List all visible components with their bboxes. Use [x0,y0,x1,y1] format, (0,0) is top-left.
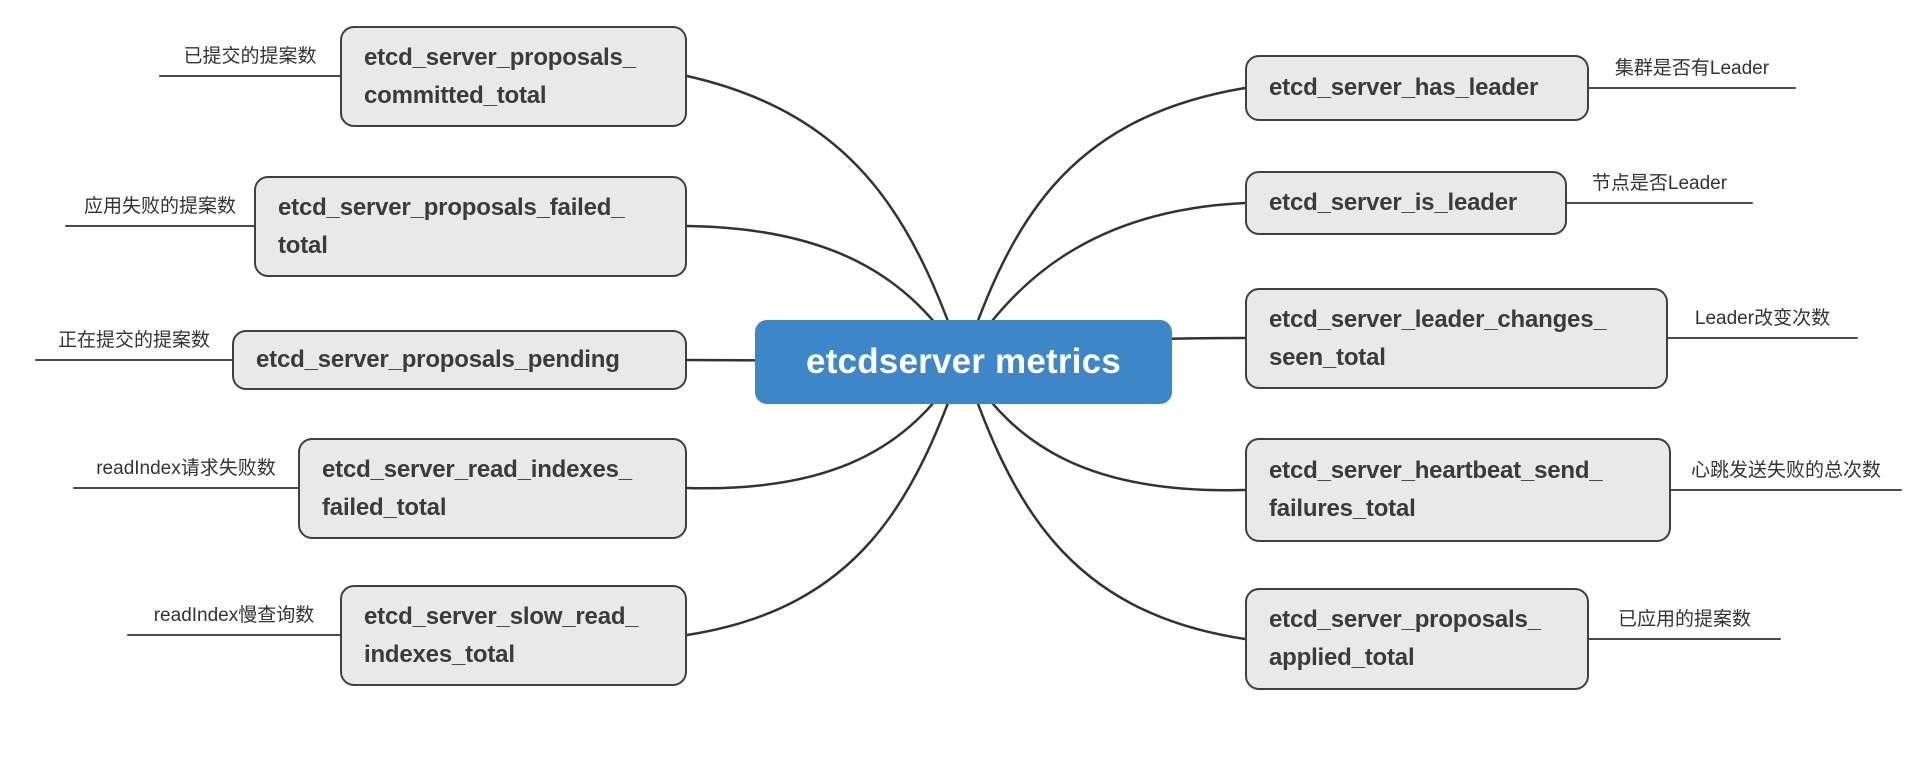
annotation-right-proposals-applied: 已应用的提案数 [1617,609,1751,630]
node-proposals-failed-total[interactable]: etcd_server_proposals_failed_ total [254,176,687,277]
connector-left-slow-read-indexes [685,360,965,637]
annotation-right-has-leader: 集群是否有Leader [1614,58,1770,79]
annotation-left-slow-read-indexes: readIndex慢查询数 [153,605,315,626]
center-topic[interactable]: etcdserver metrics [755,320,1172,404]
annotation-left-proposals-pending: 正在提交的提案数 [57,330,210,351]
annotation-left-read-indexes-failed: readIndex请求失败数 [96,458,276,479]
annotation-right-heartbeat-failures: 心跳发送失败的总次数 [1690,460,1881,481]
connector-left-proposals-committed [685,74,965,364]
node-heartbeat-send-failures[interactable]: etcd_server_heartbeat_send_ failures_tot… [1245,438,1671,542]
node-has-leader[interactable]: etcd_server_has_leader [1245,55,1589,121]
node-proposals-pending[interactable]: etcd_server_proposals_pending [232,330,687,390]
node-proposals-committed-total[interactable]: etcd_server_proposals_ committed_total [340,26,687,127]
annotation-right-is-leader: 节点是否Leader [1591,173,1728,194]
node-is-leader[interactable]: etcd_server_is_leader [1245,171,1567,235]
annotation-right-leader-changes: Leader改变次数 [1694,308,1831,329]
node-proposals-applied-total[interactable]: etcd_server_proposals_ applied_total [1245,588,1589,690]
node-leader-changes-seen[interactable]: etcd_server_leader_changes_ seen_total [1245,288,1668,389]
node-slow-read-indexes-total[interactable]: etcd_server_slow_read_ indexes_total [340,585,687,686]
annotation-left-proposals-committed: 已提交的提案数 [183,46,317,67]
annotation-left-proposals-failed: 应用失败的提案数 [83,196,236,217]
connector-right-has-leader [961,86,1247,364]
node-read-indexes-failed-total[interactable]: etcd_server_read_indexes_ failed_total [298,438,687,539]
connector-right-proposals-applied [961,360,1247,641]
